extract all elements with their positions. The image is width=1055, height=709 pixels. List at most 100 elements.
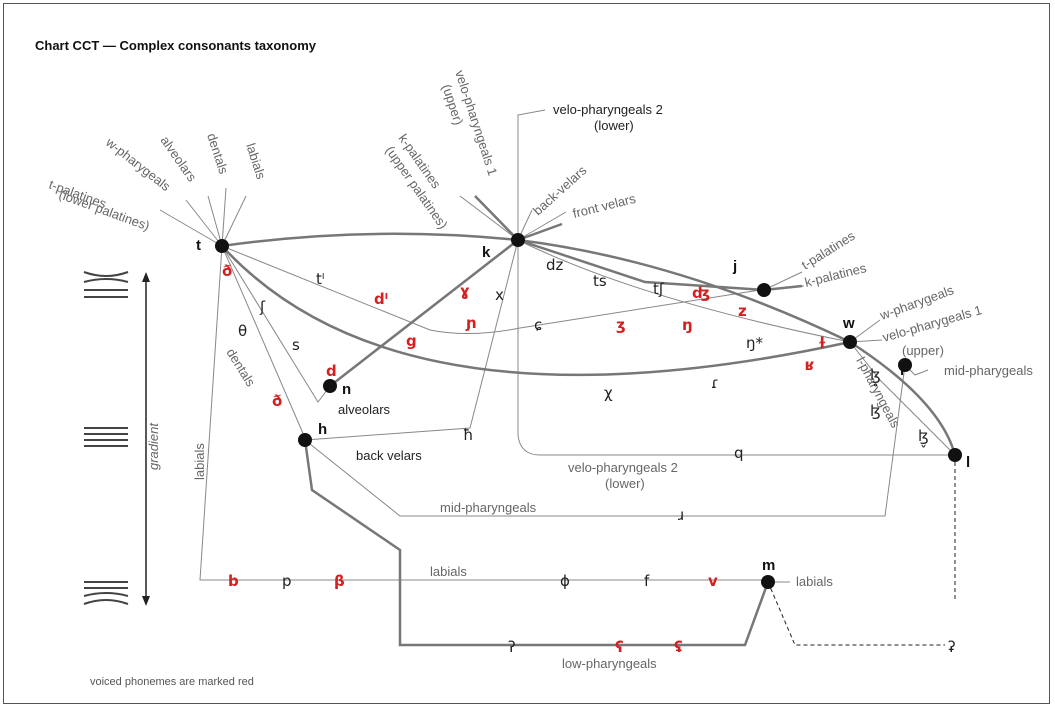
phoneme-z: z — [738, 302, 747, 320]
label-velo-pharyngeals-2-top-lower: (lower) — [594, 118, 634, 133]
label-velo-pharyngeals-2-bottom: velo-pharyngeals 2 — [568, 460, 678, 475]
node-dots — [215, 233, 962, 589]
label-dentals-t: dentals — [204, 131, 231, 176]
phoneme-g: g — [406, 332, 417, 350]
edge-h-m-low-pharyngeals — [303, 439, 770, 647]
edge-velo-pharyngeals-2 — [517, 240, 955, 456]
label-mid-pharyngeals-bottom: mid-pharyngeals — [440, 500, 537, 515]
phoneme-theta: θ — [238, 322, 247, 340]
phoneme-esh: ʃ — [259, 298, 266, 316]
edge-t-k — [221, 232, 519, 248]
phoneme-l-belt: ɫ — [818, 334, 826, 352]
phoneme-eng-star: ŋ* — [746, 334, 764, 352]
phoneme-lezh-2: ɮ — [870, 402, 881, 420]
phoneme-dz: dz — [546, 256, 564, 274]
gradient-mark-bottom — [83, 581, 129, 605]
phoneme-glottal: ʔ — [508, 638, 516, 656]
gradient-arrow-bottom — [142, 596, 150, 606]
edge-k-w — [517, 238, 851, 344]
edge-w-l-thin — [849, 341, 956, 456]
label-labials-m: labials — [796, 574, 833, 589]
node-l: l — [966, 454, 970, 471]
phoneme-tesh: tʃ — [653, 280, 665, 298]
phoneme-pharyngeal-2: ʢ — [674, 638, 683, 656]
phoneme-t-lateral: tˡ — [316, 270, 324, 288]
node-h-dot — [298, 433, 312, 447]
edge-k-w-thin — [517, 239, 851, 343]
edge-k-front-velars — [517, 222, 563, 242]
phoneme-ts: ts — [593, 272, 607, 290]
node-t: t — [196, 237, 201, 254]
label-mid-pharygeals-r: mid-pharygeals — [944, 363, 1033, 378]
phoneme-v: v — [708, 572, 718, 590]
phoneme-s: s — [292, 336, 300, 354]
edge-k-velo-pharyngeals-1 — [474, 195, 519, 241]
edge-t-m-labials — [199, 245, 770, 581]
label-low-pharyngeals: low-pharyngeals — [562, 656, 657, 671]
phoneme-eth-top: ð — [222, 262, 232, 280]
chart-title: Chart CCT — Complex consonants taxonomy — [35, 38, 316, 53]
node-m: m — [762, 557, 775, 574]
node-j-dot — [757, 283, 771, 297]
phoneme-d-lateral: dˡ — [374, 290, 388, 308]
label-velo-pharyngeals-2-top: velo-pharyngeals 2 — [553, 102, 663, 117]
phoneme-q: q — [734, 444, 744, 462]
edge-w-l — [849, 340, 957, 456]
node-n-dot — [323, 379, 337, 393]
chart-frame — [3, 3, 1050, 704]
label-dentals-mid: dentals — [223, 346, 258, 390]
phoneme-gamma: ɣ — [460, 282, 470, 300]
label-labials-t: labials — [243, 141, 269, 181]
phoneme-d: d — [326, 362, 337, 380]
node-n: n — [342, 381, 351, 398]
phoneme-lezh-1: ɮ̥ — [870, 366, 881, 387]
label-velo-pharyngeals-2-bottom-lower: (lower) — [605, 476, 645, 491]
edge-t-h-thin — [221, 245, 306, 439]
footnote: voiced phonemes are marked red — [90, 676, 254, 688]
phoneme-dezh: ʤ — [692, 284, 710, 302]
node-j: j — [732, 258, 737, 275]
gradient-mark-middle — [84, 427, 128, 447]
bold-connectors — [221, 195, 957, 647]
node-k: k — [482, 244, 491, 261]
node-k-dot — [511, 233, 525, 247]
label-upper-w: (upper) — [902, 343, 944, 358]
phoneme-h-bar: ħ — [463, 426, 473, 444]
phoneme-c-curl: ɕ — [534, 316, 542, 334]
node-m-dot — [761, 575, 775, 589]
edge-t-w-curve — [221, 245, 851, 377]
phoneme-eng: ŋ — [682, 316, 693, 334]
phoneme-glottal-m: ʡ — [948, 638, 956, 656]
label-labials-vertical: labials — [192, 443, 207, 480]
phoneme-phi: ɸ — [560, 572, 570, 590]
node-h: h — [318, 421, 327, 438]
label-labials-row: labials — [430, 564, 467, 579]
edge-velo-pharyngeals-2-top — [517, 109, 546, 240]
phoneme-pharyngeal-1: ʕ — [615, 638, 624, 656]
phoneme-r-inverted: ʁ — [805, 356, 815, 374]
label-lower-palatines: (lower palatines) — [57, 187, 152, 234]
node-r-dot — [898, 358, 912, 372]
gradient-label: gradient — [146, 422, 161, 470]
label-back-velars-h: back velars — [356, 448, 422, 463]
phoneme-beta: β — [334, 572, 345, 590]
node-w-dot — [843, 335, 857, 349]
edge-h-r-mid-pharyngeals — [304, 364, 906, 517]
phoneme-lezh-3: ɮ̬ — [918, 427, 929, 448]
gradient-arrow-top — [142, 272, 150, 282]
phoneme-x: x — [495, 286, 504, 304]
phoneme-palatal-n: ɲ — [465, 314, 477, 332]
gradient-mark-top — [83, 271, 129, 298]
phoneme-p: p — [282, 572, 292, 590]
phoneme-b: b — [228, 572, 239, 590]
phoneme-chi: χ — [604, 384, 613, 402]
phoneme-eth-low: ð — [272, 392, 282, 410]
phoneme-r-turned: ɾ — [711, 374, 719, 392]
edge-k-h-thin — [304, 239, 519, 441]
node-w: w — [842, 315, 855, 332]
node-r: r — [900, 362, 906, 379]
node-l-dot — [948, 448, 962, 462]
label-alveolars-n: alveolars — [338, 402, 391, 417]
phoneme-r-turned-2: ɹ — [678, 506, 684, 524]
